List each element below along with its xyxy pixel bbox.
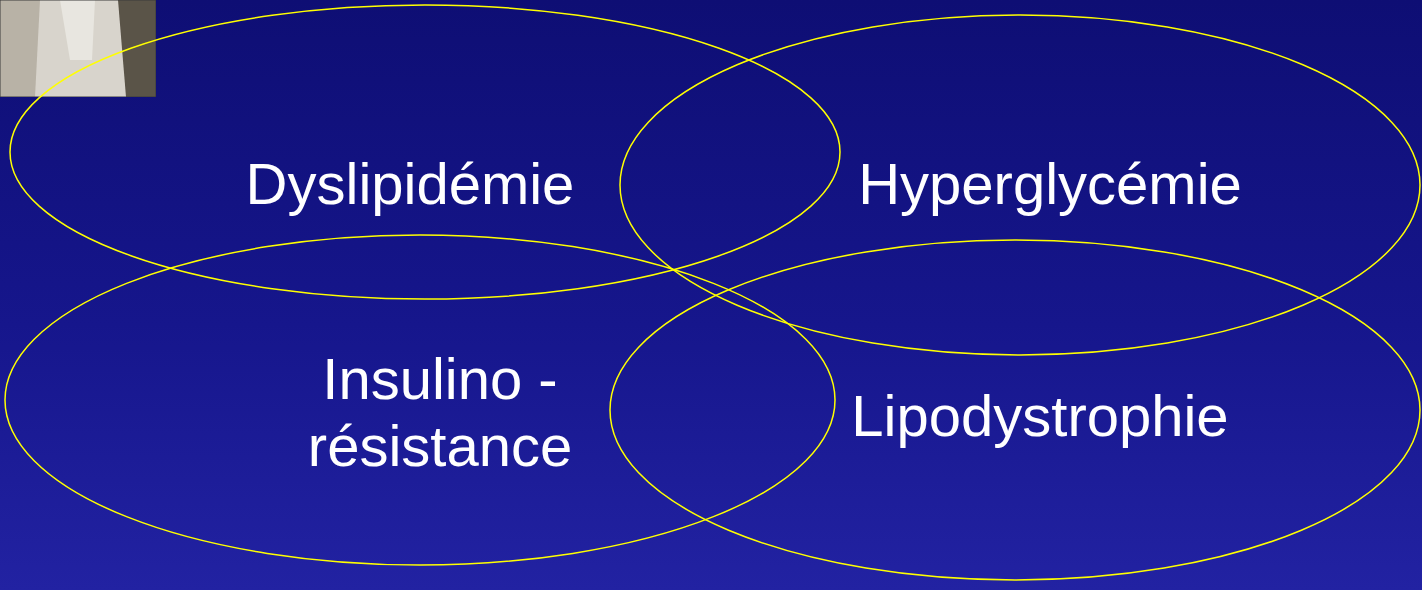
portrait-photo <box>0 0 156 97</box>
venn-ellipse: Insulino -résistance <box>5 235 835 565</box>
venn-ellipse: Lipodystrophie <box>610 240 1420 580</box>
node-label: Hyperglycémie <box>858 150 1242 217</box>
node-label: Lipodystrophie <box>851 382 1228 449</box>
node-label: Insulino -résistance <box>290 345 590 479</box>
venn-ellipse: Hyperglycémie <box>620 15 1420 355</box>
venn-ellipse: Dyslipidémie <box>10 5 840 299</box>
node-label: Dyslipidémie <box>246 150 575 217</box>
